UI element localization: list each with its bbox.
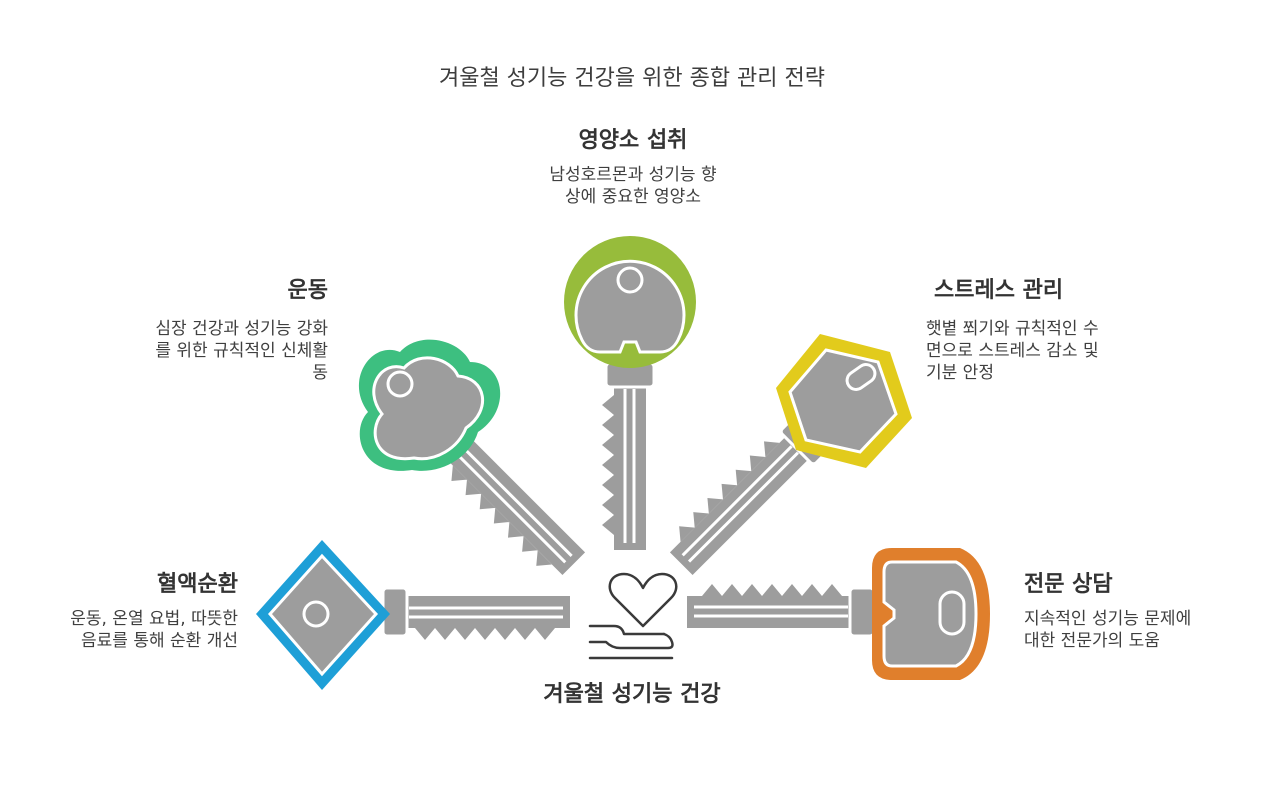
circulation-key (256, 540, 572, 690)
page-title: 겨울철 성기능 건강을 위한 종합 관리 전략 (438, 66, 826, 91)
stress-heading: 스트레스 관리 (934, 278, 1064, 303)
consult-desc-line1: 지속적인 성기능 문제에 (1024, 609, 1192, 629)
hand-icon (588, 624, 674, 660)
exercise-key (358, 339, 593, 586)
consult-desc-line2: 대한 전문가의 도움 (1024, 631, 1160, 651)
heart-icon (608, 572, 678, 628)
center-label: 겨울철 성기능 건강 (543, 682, 721, 707)
consult-key (685, 548, 990, 680)
consult-heading: 전문 상담 (1024, 572, 1113, 597)
circulation-heading: 혈액순환 (157, 572, 238, 597)
stress-desc-line2: 면으로 스트레스 감소 및 (926, 341, 1099, 361)
circulation-desc-line1: 운동, 온열 요법, 따뜻한 (70, 609, 238, 629)
nutrition-desc-line2: 상에 중요한 영양소 (565, 187, 701, 207)
exercise-heading: 운동 (287, 278, 328, 303)
exercise-desc-line3: 동 (312, 363, 328, 383)
nutrition-desc-line1: 남성호르몬과 성기능 향 (549, 165, 717, 185)
stress-desc-line3: 기분 안정 (926, 363, 994, 383)
stress-desc-line1: 햇볕 쬐기와 규칙적인 수 (926, 319, 1099, 339)
circulation-desc-line2: 음료를 통해 순환 개선 (81, 631, 238, 651)
nutrition-heading: 영양소 섭취 (578, 128, 688, 153)
stress-key (659, 334, 912, 583)
exercise-desc-line2: 를 위한 규칙적인 신체활 (155, 341, 328, 361)
exercise-desc-line1: 심장 건강과 성기능 강화 (155, 319, 328, 339)
nutrition-key (564, 236, 696, 552)
